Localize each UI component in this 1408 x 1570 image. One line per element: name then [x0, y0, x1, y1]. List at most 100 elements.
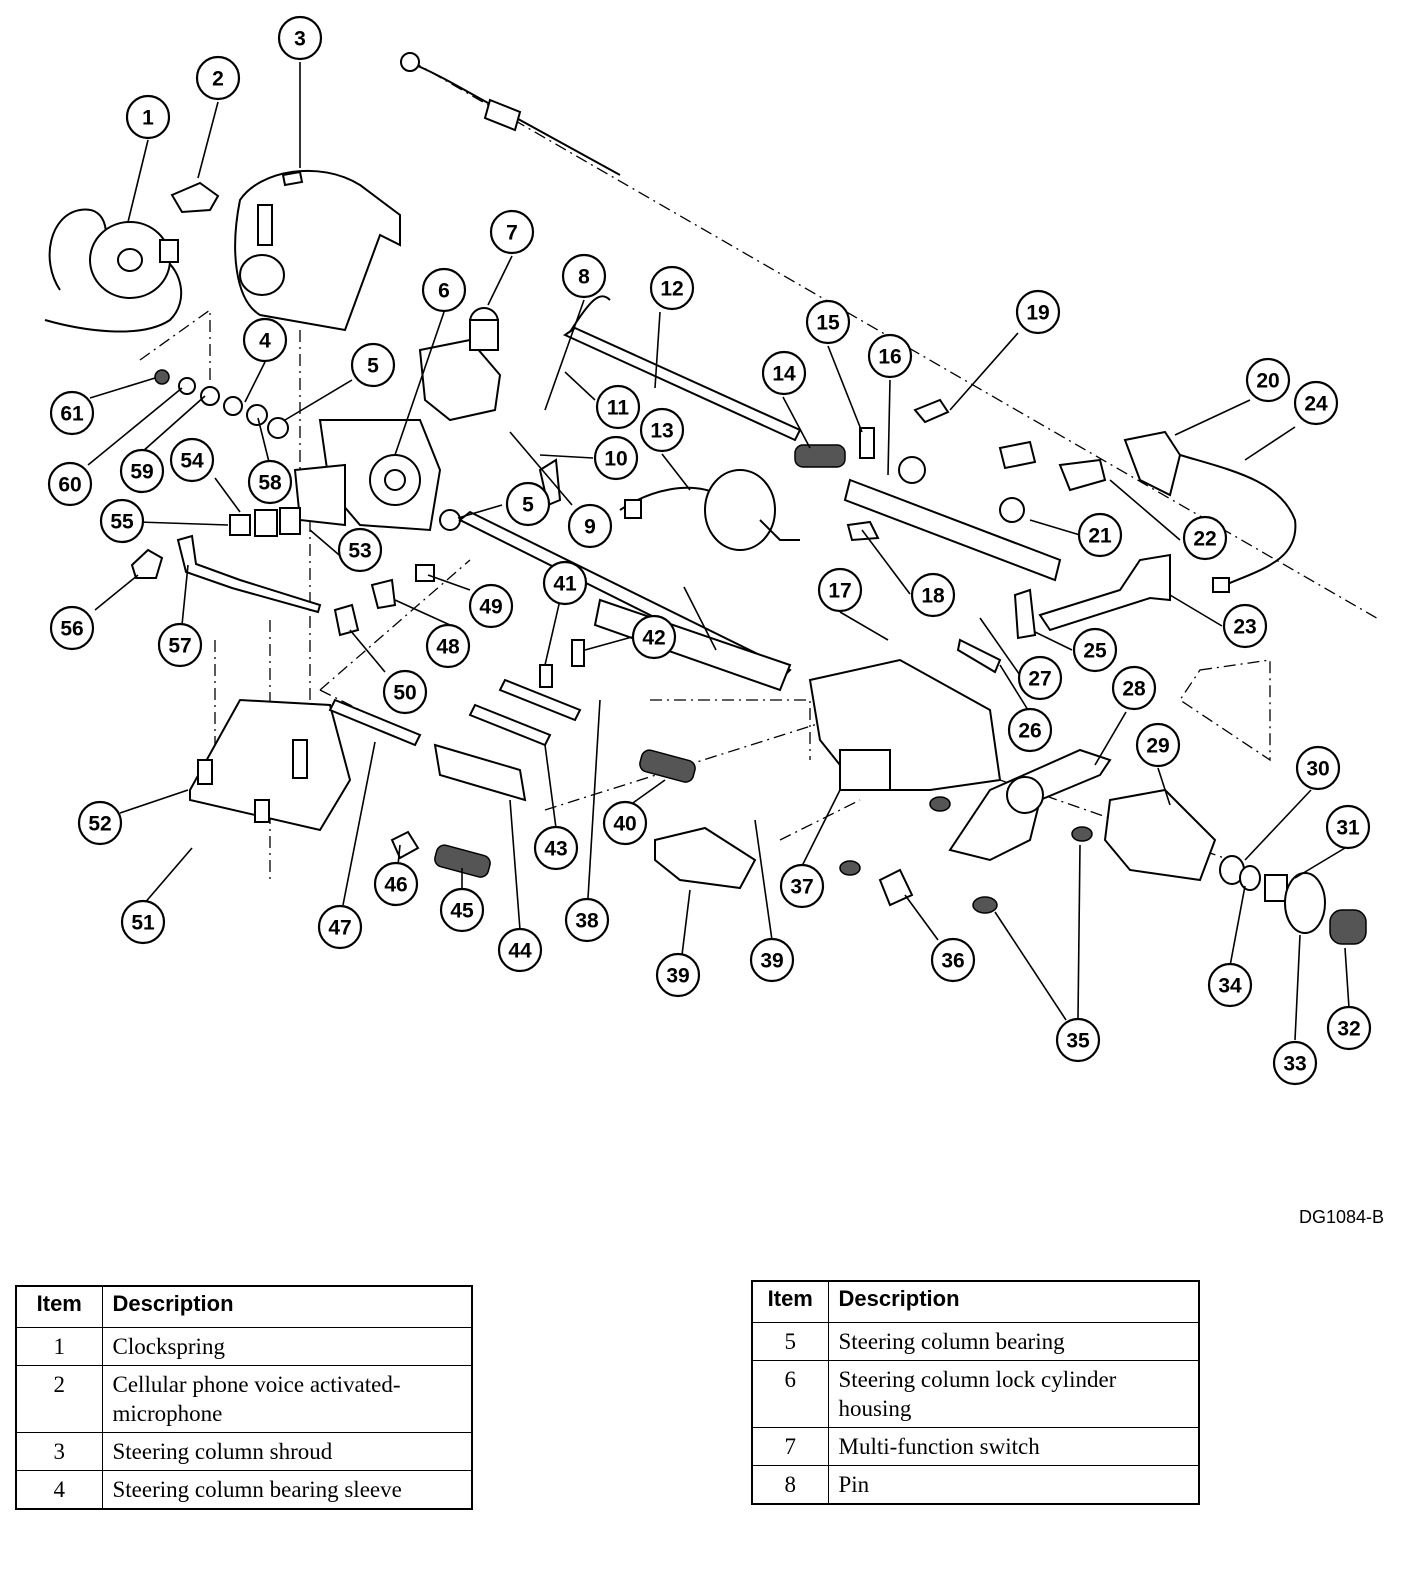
callout-circle: [1207, 962, 1253, 1008]
callout-5: 5: [505, 481, 551, 527]
callout-number: 16: [878, 346, 901, 369]
callout-circle: [595, 384, 641, 430]
table-row: 5 Steering column bearing: [751, 1322, 1200, 1361]
callout-number: 55: [110, 511, 134, 534]
table-row: 3 Steering column shroud: [15, 1432, 473, 1471]
description-cell: Clockspring: [101, 1327, 473, 1366]
callout-circle: [277, 15, 323, 61]
callout-22: 22: [1182, 515, 1228, 561]
callout-circle: [542, 560, 588, 606]
callout-circle: [1272, 1040, 1318, 1086]
callout-number: 60: [58, 474, 81, 497]
callout-circle: [1015, 289, 1061, 335]
shroud-part: [234, 169, 401, 332]
description-cell: Steering column lock cylinder housing: [827, 1360, 1200, 1428]
callout-33: 33: [1272, 1040, 1318, 1086]
callout-circle: [505, 481, 551, 527]
diagram-code: DG1084-B: [1298, 1207, 1384, 1227]
callout-number: 43: [544, 838, 567, 861]
callout-circle: [49, 390, 95, 436]
callout-4: 4: [242, 317, 288, 363]
callout-number: 28: [1122, 678, 1146, 701]
callout-61: 61: [49, 390, 95, 436]
callout-circle: [930, 937, 976, 983]
callout-number: 7: [506, 222, 518, 245]
callout-52: 52: [77, 800, 123, 846]
item-header: Item: [751, 1280, 829, 1323]
lower-housing-part: [808, 658, 1002, 791]
callout-circle: [489, 209, 535, 255]
callout-circle: [1293, 380, 1339, 426]
callout-1: 1: [125, 94, 171, 140]
callout-circle: [779, 863, 825, 909]
table-row: 8 Pin: [751, 1465, 1200, 1505]
table-header-row: Item Description: [751, 1280, 1200, 1323]
callout-circle: [593, 435, 639, 481]
callout-circle: [1007, 707, 1053, 753]
small-parts: [333, 458, 914, 907]
callout-circle: [373, 861, 419, 907]
callout-5: 5: [350, 342, 396, 388]
callout-number: 61: [60, 403, 84, 426]
callout-circle: [805, 299, 851, 345]
callout-number: 54: [180, 450, 204, 473]
callout-number: 38: [575, 910, 599, 933]
callout-number: 23: [1233, 616, 1256, 639]
multifunction-switch-part: [418, 307, 502, 422]
callout-circle: [1017, 655, 1063, 701]
callout-circle: [655, 952, 701, 998]
description-header: Description: [827, 1280, 1200, 1323]
callout-53: 53: [337, 527, 383, 573]
callout-number: 21: [1088, 525, 1112, 548]
lower-shaft-part: [843, 427, 1062, 582]
callout-number: 39: [666, 965, 689, 988]
callout-number: 6: [438, 280, 450, 303]
table-row: 7 Multi-function switch: [751, 1427, 1200, 1466]
item-cell: 6: [751, 1360, 829, 1428]
item-cell: 3: [15, 1432, 103, 1471]
column-cable: [400, 52, 621, 176]
callout-12: 12: [649, 265, 695, 311]
springs: [434, 749, 696, 878]
callout-circle: [497, 927, 543, 973]
leader-lines: [87, 62, 1350, 1041]
table-row: 2 Cellular phone voice activated-microph…: [15, 1365, 473, 1433]
callout-number: 25: [1083, 640, 1107, 663]
lock-housing-part: [293, 419, 442, 532]
callout-number: 42: [642, 627, 665, 650]
description-cell: Steering column bearing sleeve: [101, 1470, 473, 1510]
parts-legend-table-2: Item Description 5 Steering column beari…: [751, 1280, 1200, 1505]
lever-parts: [328, 678, 582, 802]
callout-number: 39: [760, 950, 783, 973]
callout-circle: [631, 614, 677, 660]
callout-45: 45: [439, 887, 485, 933]
callout-number: 48: [436, 636, 460, 659]
callout-39: 39: [749, 937, 795, 983]
callout-number: 8: [578, 266, 590, 289]
callout-41: 41: [542, 560, 588, 606]
lower-shroud-part: [189, 698, 352, 832]
callout-13: 13: [639, 407, 685, 453]
table-row: 4 Steering column bearing sleeve: [15, 1470, 473, 1510]
callout-number: 11: [607, 397, 630, 420]
callout-circle: [337, 527, 383, 573]
callout-20: 20: [1245, 357, 1291, 403]
item-cell: 1: [15, 1327, 103, 1366]
callout-60: 60: [47, 461, 93, 507]
callout-circle: [49, 605, 95, 651]
key-cylinder-parts: [130, 507, 322, 614]
callout-circle: [47, 461, 93, 507]
callout-23: 23: [1222, 603, 1268, 649]
spring-part: [794, 444, 846, 468]
callout-circle: [1077, 512, 1123, 558]
callout-circle: [749, 937, 795, 983]
callout-number: 15: [816, 312, 840, 335]
callout-number: 53: [348, 540, 371, 563]
callout-number: 18: [921, 585, 945, 608]
callout-number: 59: [130, 461, 153, 484]
description-cell: Steering column bearing: [827, 1322, 1200, 1361]
callout-circle: [99, 498, 145, 544]
callout-circle: [1182, 515, 1228, 561]
callout-number: 46: [384, 874, 407, 897]
